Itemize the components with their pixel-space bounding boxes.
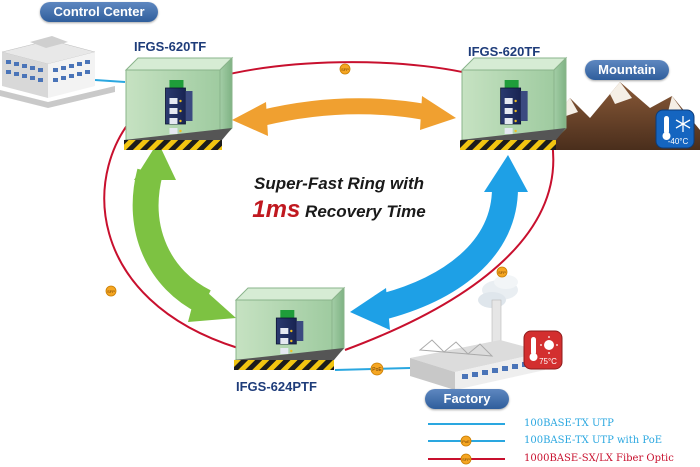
switch-port (169, 118, 178, 124)
sfp-badge-text: SFP (107, 289, 115, 294)
headline-line-1: Super-Fast Ring with (254, 174, 424, 193)
mountain-label: Mountain (585, 60, 669, 80)
blue-arrow (350, 155, 528, 330)
factory-label: Factory (425, 389, 509, 409)
poe-badge-factory: PoE (370, 362, 384, 376)
legend-text-poe: 100BASE-TX UTP with PoE (524, 435, 663, 446)
switch-led (179, 119, 182, 123)
switch-led (514, 129, 517, 133)
orange-double-arrow (232, 96, 456, 136)
legend-sfp-text: SFP (462, 457, 470, 462)
switch-led (290, 339, 293, 343)
legend-sfp-badge (460, 453, 472, 465)
base-top (234, 348, 344, 360)
switch-led (179, 129, 182, 133)
poe-badge-text: PoE (372, 367, 382, 373)
terminal-block (169, 80, 184, 88)
switch-led (290, 329, 293, 333)
legend-poe-badge (460, 435, 472, 447)
switch-port (169, 108, 178, 114)
switch-port (280, 348, 289, 354)
headline: Super-Fast Ring with 1ms Recovery Time (232, 174, 446, 224)
hazard-stripe-base (460, 140, 556, 150)
switch-port (504, 98, 513, 104)
device-label-top-right: IFGS-620TF (468, 44, 541, 59)
industrial-switch-icon (500, 80, 528, 134)
enclosure-top (460, 57, 568, 71)
switch-port (504, 108, 513, 114)
control-center-label: Control Center (40, 2, 158, 22)
headline-line-2: 1ms Recovery Time (232, 196, 446, 224)
enclosure-top (124, 57, 234, 71)
device-label-top-left: IFGS-620TF (134, 39, 207, 54)
sfp-badge-right: SFP (496, 266, 508, 278)
switch-port (504, 128, 513, 134)
headline-line-2-rest: Recovery Time (300, 202, 426, 221)
sun-thermometer-icon: 75°C (523, 330, 563, 370)
base-top (124, 128, 232, 140)
base-top (460, 128, 566, 140)
switch-port (169, 128, 178, 134)
headline-highlight: 1ms (252, 196, 301, 223)
snowflake-thermometer-icon: -40°C (655, 109, 695, 149)
legend-poe-text: PoE (462, 439, 470, 444)
sfp-badge-top: SFP (339, 63, 351, 75)
industrial-switch-icon (165, 80, 193, 134)
enclosure-side (219, 56, 233, 142)
switch-led (514, 99, 517, 103)
switch-port (280, 328, 289, 334)
switch-led (179, 99, 182, 103)
switch-led (514, 119, 517, 123)
switch-fin (520, 91, 528, 121)
switch-port (280, 338, 289, 344)
switch-enclosure-top-left (124, 56, 234, 150)
sfp-badge-text: SFP (498, 270, 506, 275)
switch-led (290, 349, 293, 353)
switch-fin (296, 321, 304, 341)
enclosure-top (234, 287, 346, 301)
switch-led (514, 109, 517, 113)
cold-temp-text: -40°C (668, 137, 689, 146)
office-building-icon (0, 36, 115, 108)
legend: PoE SFP (428, 423, 505, 465)
green-arrow (132, 142, 236, 322)
switch-port (504, 118, 513, 124)
legend-text-utp: 100BASE-TX UTP (524, 418, 614, 429)
switch-enclosure-top-right (460, 56, 568, 150)
factory-icon (410, 275, 545, 390)
sfp-badge-left: SFP (105, 285, 117, 297)
switch-fin (185, 91, 193, 121)
hazard-stripe-base (234, 360, 334, 370)
sfp-badge-text: SFP (341, 67, 349, 72)
device-label-bottom: IFGS-624PTF (236, 379, 317, 394)
industrial-switch-icon (275, 310, 304, 364)
switch-enclosure-bottom (234, 286, 346, 370)
enclosure-side (553, 56, 567, 142)
switch-led (179, 109, 182, 113)
switch-port (169, 98, 178, 104)
terminal-block (504, 80, 519, 88)
legend-text-fiber: 1000BASE-SX/LX Fiber Optic (524, 453, 674, 464)
hazard-stripe-base (124, 140, 222, 150)
hot-temp-text: 75°C (539, 357, 557, 366)
terminal-block (280, 310, 295, 318)
